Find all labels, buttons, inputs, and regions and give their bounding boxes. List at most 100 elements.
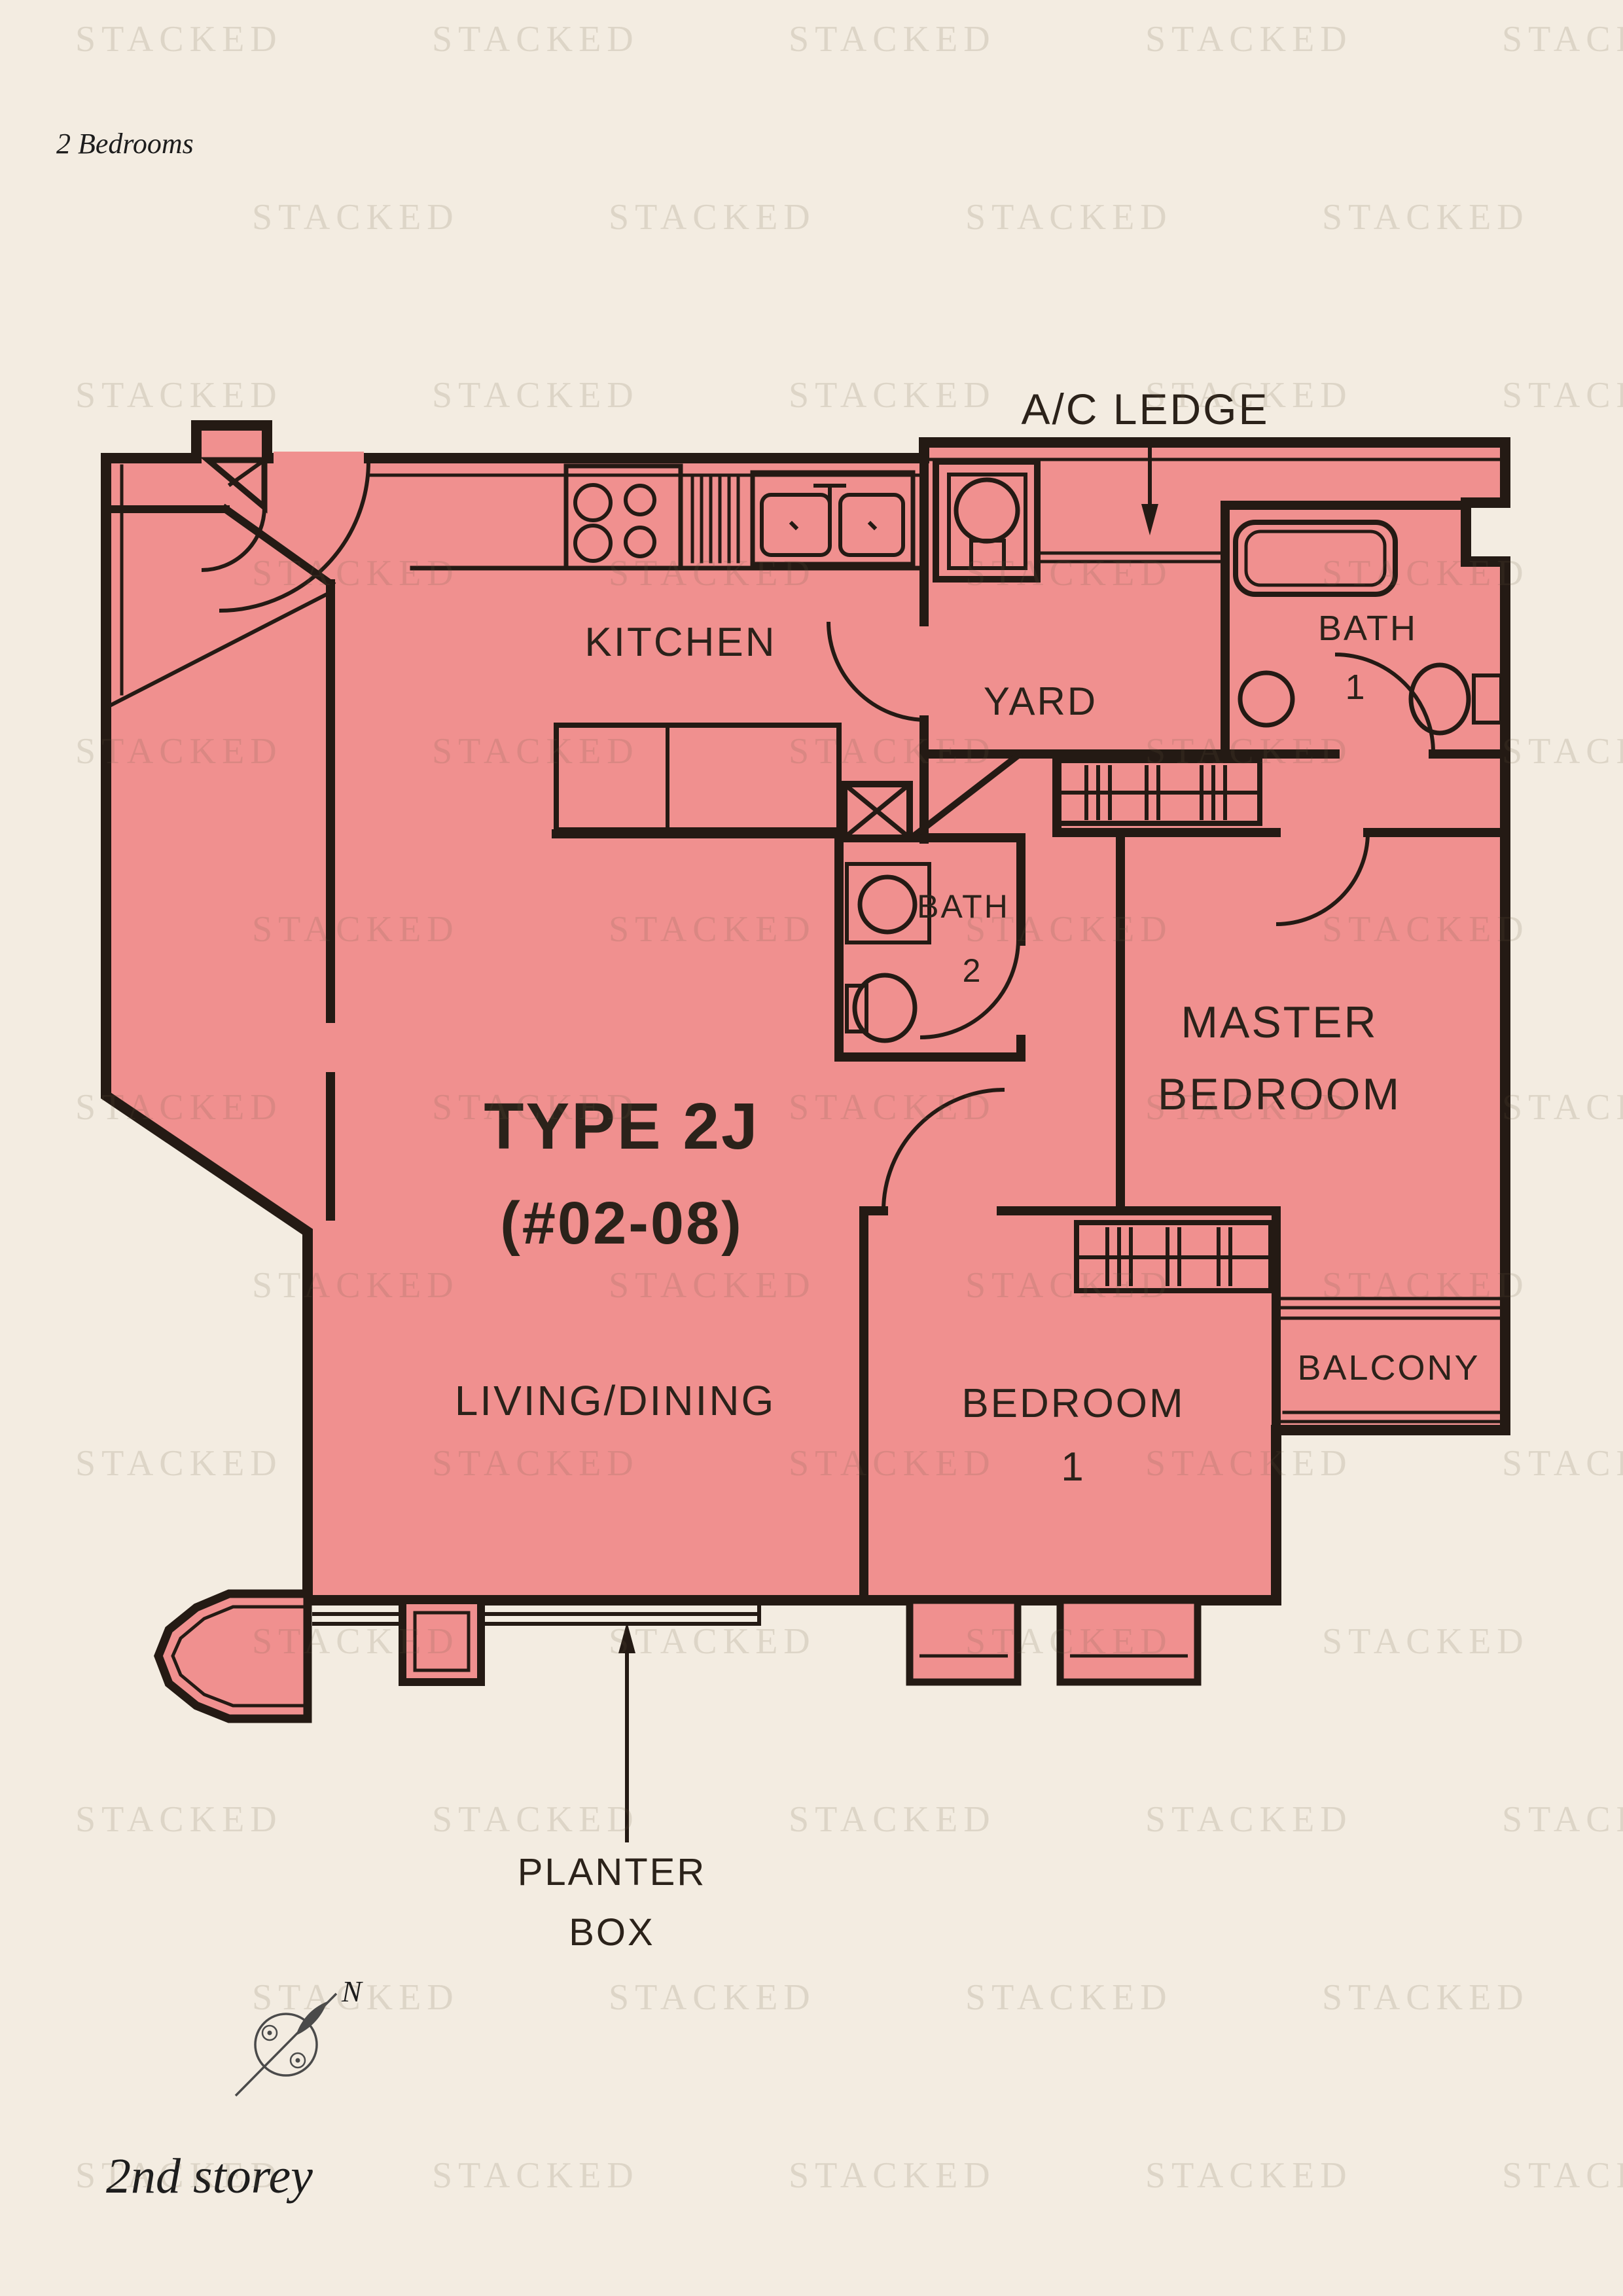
master-label-line1: MASTER bbox=[1181, 997, 1378, 1047]
watermark-text: STACKED bbox=[1502, 375, 1623, 416]
fixtures bbox=[312, 458, 1503, 1626]
watermark-text: STACKED bbox=[609, 1621, 816, 1662]
watermark-text: STACKED bbox=[252, 1977, 459, 2018]
compass-scroll-icon bbox=[261, 2024, 278, 2041]
watermark-text: STACKED bbox=[1322, 1621, 1529, 1662]
watermark-layer: STACKED STACKED STACKED STACKED STACKED STACK… bbox=[75, 19, 1623, 2196]
watermark-text: STACKED bbox=[1322, 197, 1529, 238]
watermark-text: STACKED bbox=[1145, 2155, 1353, 2196]
watermark-text: STACKED bbox=[609, 553, 816, 594]
stove-burner-icon bbox=[573, 524, 613, 563]
kitchen-lower-counter bbox=[554, 723, 842, 833]
bath1-toilet-tank bbox=[1472, 673, 1503, 725]
watermark-text: STACKED bbox=[965, 1265, 1173, 1306]
watermark-text: STACKED bbox=[432, 1443, 639, 1484]
entrance-triangle-cross bbox=[205, 457, 268, 511]
watermark-text: STACKED bbox=[1502, 1799, 1623, 1840]
watermark-text: STACKED bbox=[789, 1799, 996, 1840]
watermark-text: STACKED bbox=[789, 2155, 996, 2196]
watermark-text: STACKED bbox=[789, 731, 996, 772]
kitchen-label: KITCHEN bbox=[584, 620, 776, 665]
watermark-text: STACKED bbox=[75, 375, 283, 416]
stove bbox=[563, 463, 683, 571]
watermark-text: STACKED bbox=[789, 375, 996, 416]
watermark-text: STACKED bbox=[252, 1265, 459, 1306]
watermark-text: STACKED bbox=[432, 375, 639, 416]
watermark-text: STACKED bbox=[965, 1977, 1173, 2018]
watermark-text: STACKED bbox=[609, 197, 816, 238]
watermark-text: STACKED bbox=[252, 909, 459, 950]
watermark-text: STACKED bbox=[1502, 1087, 1623, 1128]
kitchen-door-arc bbox=[827, 621, 927, 722]
compass-scroll-dot bbox=[267, 2030, 272, 2036]
watermark-text: STACKED bbox=[1145, 731, 1353, 772]
bath2-label-line1: BATH bbox=[917, 888, 1010, 925]
wall-funnel bbox=[910, 750, 1024, 840]
compass-needle-head bbox=[296, 2001, 327, 2036]
master-door-arc bbox=[1275, 832, 1370, 926]
bathtub-inner bbox=[1244, 529, 1387, 587]
watermark-text: STACKED bbox=[75, 2155, 283, 2196]
walls-entry bbox=[102, 503, 336, 590]
watermark-text: STACKED bbox=[609, 909, 816, 950]
watermark-text: STACKED bbox=[1145, 19, 1353, 60]
bathtub bbox=[1233, 520, 1398, 597]
stove-burner-icon bbox=[573, 483, 613, 522]
ac-ledge-arrow-head bbox=[1141, 504, 1158, 535]
watermark-text: STACKED bbox=[965, 1621, 1173, 1662]
bedroom1-wardrobe-hatch bbox=[1075, 1227, 1273, 1286]
watermark-text: STACKED bbox=[432, 731, 639, 772]
unit-number-label: (#02-08) bbox=[500, 1190, 743, 1257]
watermark-text: STACKED bbox=[1502, 1443, 1623, 1484]
bath1-label-line2: 1 bbox=[1345, 668, 1366, 707]
page-title: 2 Bedrooms bbox=[56, 128, 194, 160]
balcony-label: BALCONY bbox=[1297, 1348, 1480, 1388]
watermark-text: STACKED bbox=[789, 1087, 996, 1128]
wall-diagonal-line bbox=[107, 589, 334, 709]
stove-burner-icon bbox=[624, 526, 656, 558]
planter-label-line2: BOX bbox=[569, 1911, 655, 1954]
washing-machine-door bbox=[969, 539, 1006, 570]
watermark-text: STACKED bbox=[75, 1799, 283, 1840]
annotation-arrows bbox=[618, 437, 1158, 1842]
watermark-text: STACKED bbox=[432, 19, 639, 60]
bay-window-inner-line bbox=[171, 1605, 308, 1708]
watermark-text: STACKED bbox=[1322, 553, 1529, 594]
watermark-text: STACKED bbox=[1145, 1443, 1353, 1484]
compass: N bbox=[234, 1975, 363, 2097]
window-bay-1 bbox=[906, 1596, 1022, 1686]
storey-caption: 2nd storey bbox=[106, 2149, 313, 2204]
compass-circle bbox=[254, 2013, 318, 2077]
watermark-text: STACKED bbox=[75, 19, 283, 60]
bath2-door-arc bbox=[919, 939, 1020, 1039]
watermark-text: STACKED bbox=[965, 553, 1173, 594]
sink-faucet-icon bbox=[789, 484, 878, 531]
door-arcs bbox=[201, 461, 1435, 1211]
watermark-text: STACKED bbox=[1145, 1087, 1353, 1128]
compass-scroll-dot bbox=[295, 2058, 300, 2063]
bath1-basin-icon bbox=[1238, 670, 1295, 728]
living-dining-label: LIVING/DINING bbox=[455, 1377, 776, 1424]
bath1-toilet-icon bbox=[1408, 662, 1471, 736]
kitchen-sink bbox=[750, 470, 916, 567]
washing-machine bbox=[933, 458, 1041, 583]
bedroom1-label-line2: 1 bbox=[1061, 1444, 1085, 1490]
wall-inner-lines bbox=[120, 457, 1507, 1424]
watermark-text: STACKED bbox=[252, 1621, 459, 1662]
bath2-vanity bbox=[845, 862, 931, 944]
floorplan-fills bbox=[101, 420, 1510, 1723]
unit-outline bbox=[101, 420, 1510, 1605]
stove-burner-icon bbox=[624, 484, 656, 516]
watermark-text: STACKED bbox=[432, 1087, 639, 1128]
watermark-text: STACKED bbox=[1145, 1799, 1353, 1840]
ac-ledge-label: A/C LEDGE bbox=[1021, 385, 1269, 433]
planter-label-line1: PLANTER bbox=[518, 1851, 707, 1893]
watermark-text: STACKED bbox=[609, 1265, 816, 1306]
watermark-text: STACKED bbox=[1502, 2155, 1623, 2196]
watermark-text: STACKED bbox=[1502, 19, 1623, 60]
sink-basin-icon bbox=[760, 493, 832, 557]
watermark-text: STACKED bbox=[252, 553, 459, 594]
bath1-label-line1: BATH bbox=[1318, 609, 1418, 648]
bedroom1-label-line1: BEDROOM bbox=[961, 1381, 1185, 1426]
